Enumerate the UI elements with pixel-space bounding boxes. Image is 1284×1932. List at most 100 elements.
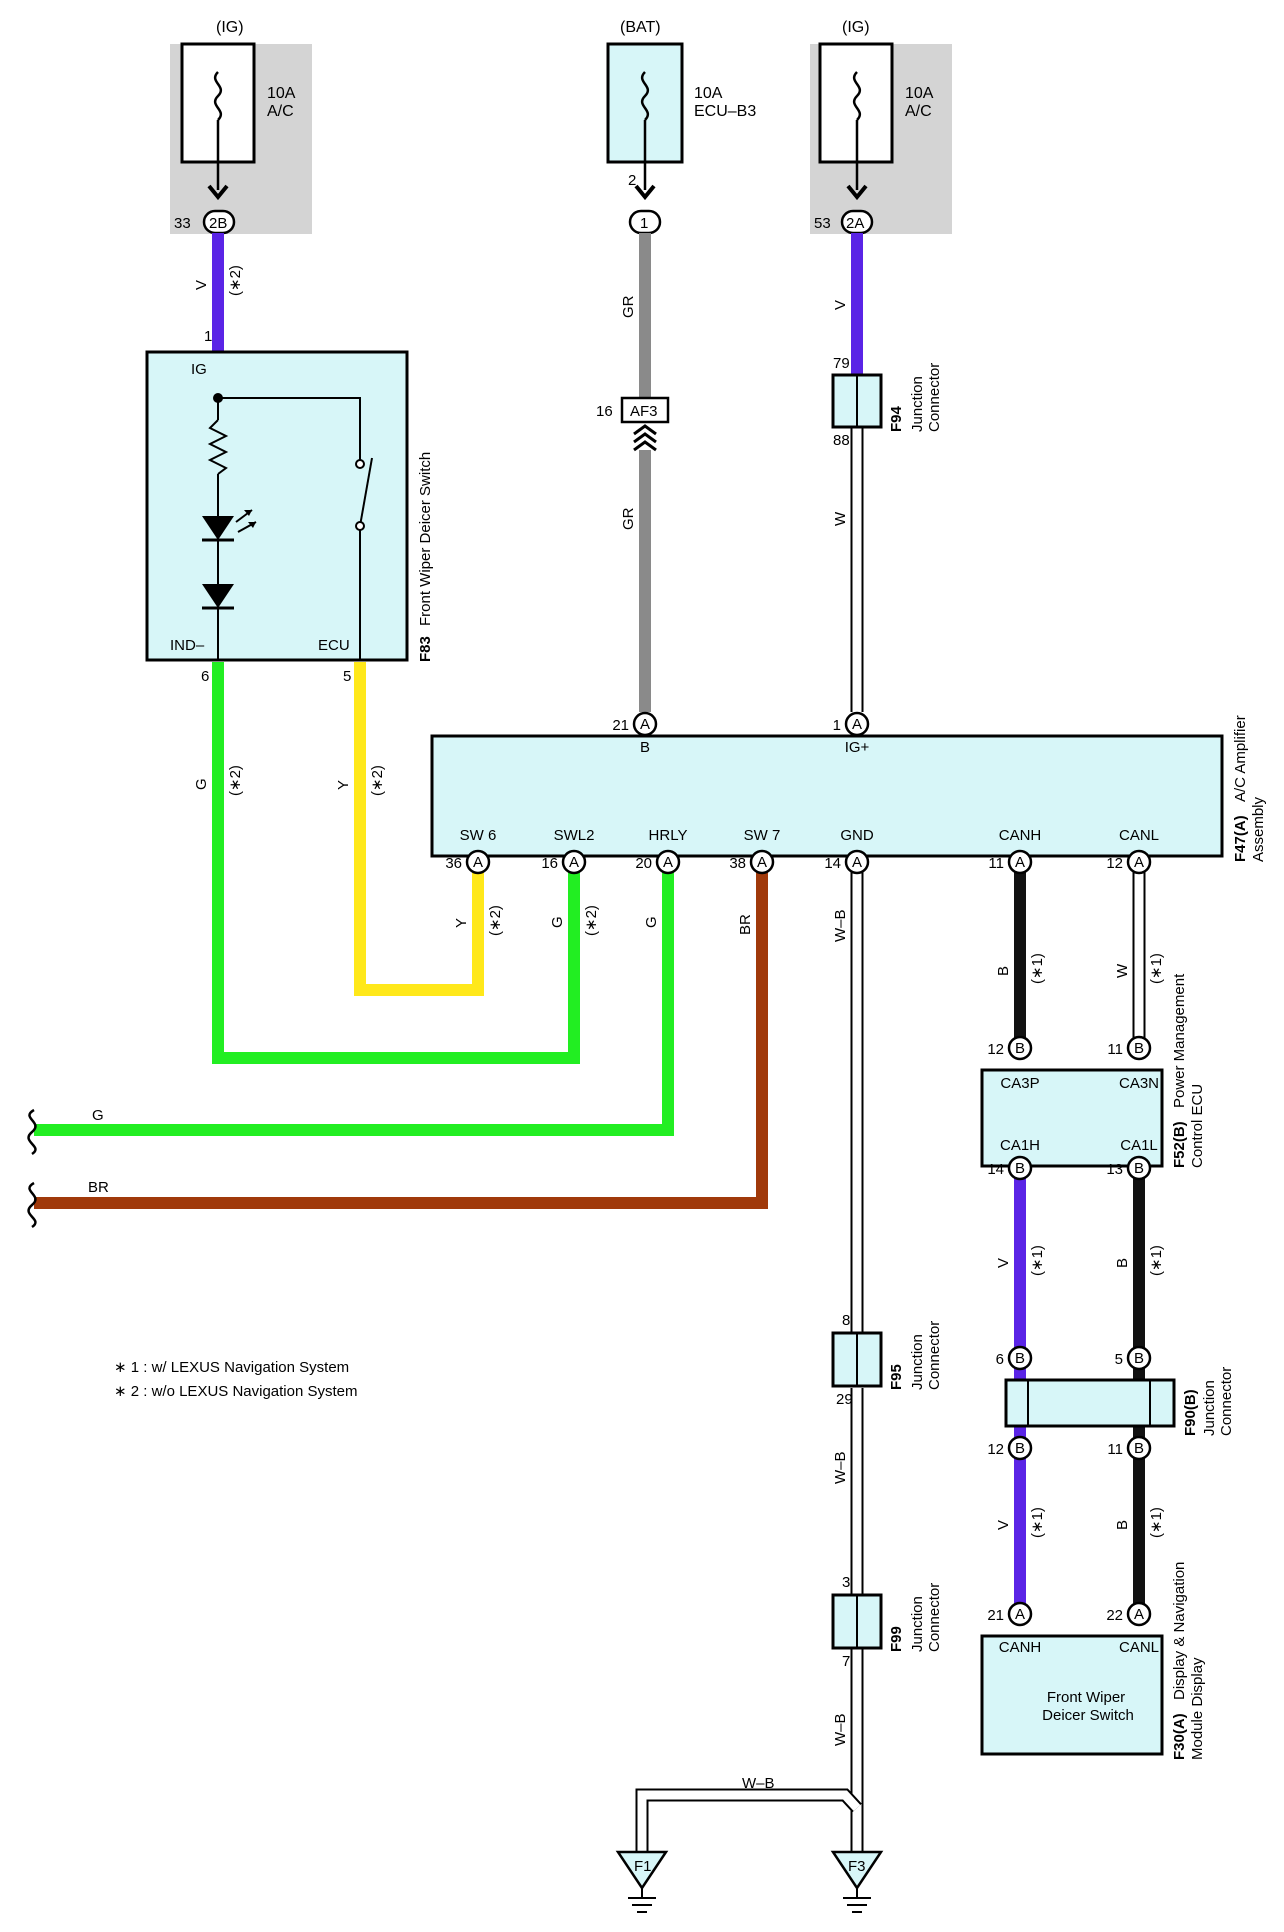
f47-bottom-pin-4-letter: A [852, 854, 862, 871]
f47-top-pin-1: A [844, 711, 870, 737]
wire-label-v: V [193, 280, 210, 290]
f52-name1: Power Management [1171, 973, 1188, 1108]
f47-bottom-label: SWL2 [554, 827, 595, 844]
f83-name: Front Wiper Deicer Switch [417, 452, 434, 626]
f90-id: F90(B) [1182, 1389, 1199, 1436]
f47-bottom-pin-3: A [749, 849, 775, 875]
af3-name: AF3 [630, 403, 658, 420]
f47-bottom-pin-0: A [465, 849, 491, 875]
wire-labels: V (∗2) GR GR V W G (∗2) Y (∗2) Y (∗2) G … [88, 265, 1165, 1792]
connector-f99: 3 7 F99 Junction Connector [831, 1574, 943, 1670]
fuse-name: A/C [267, 103, 294, 120]
wire-label-g: G [193, 778, 210, 790]
f30-pin-number: 21 [987, 1607, 1004, 1624]
wire-label-w: W [1114, 963, 1131, 978]
f30-pin-0-letter: A [1015, 1606, 1025, 1623]
f47-bottom-pin-number: 16 [541, 855, 558, 872]
f52-pin-0-letter: B [1015, 1040, 1025, 1057]
wire-note: (∗1) [1148, 953, 1165, 984]
f95-name1: Junction [909, 1334, 926, 1390]
f95-id: F95 [888, 1364, 905, 1390]
connector-f94: 79 88 F94 Junction Connector [831, 355, 943, 449]
f30-id: F30(A) [1171, 1713, 1188, 1760]
fuse-source: (BAT) [620, 19, 661, 36]
f83-id: F83 [417, 636, 434, 662]
ground-f3-label: F3 [848, 1858, 866, 1875]
f52-pin-number: 14 [987, 1161, 1004, 1178]
wire-label-b: B [995, 966, 1012, 976]
f47-bottom-label: SW 7 [744, 827, 781, 844]
f47-bottom-pin-5-letter: A [1015, 854, 1025, 871]
f94-id: F94 [888, 405, 905, 432]
pin-1: 1 [204, 328, 212, 345]
notes: ∗ 1 : w/ LEXUS Navigation System ∗ 2 : w… [114, 1359, 358, 1400]
f99-id: F99 [888, 1626, 905, 1652]
f90-pin-1: B [1126, 1345, 1152, 1371]
fuse-name: A/C [905, 103, 932, 120]
f52-name2: Control ECU [1189, 1084, 1206, 1168]
f47-bottom-pin-number: 14 [824, 855, 841, 872]
f94-name1: Junction [909, 376, 926, 432]
f30-pin-0: A [1007, 1601, 1033, 1627]
f52-label: CA1H [1000, 1137, 1040, 1154]
f94-pin-top: 79 [833, 355, 850, 372]
wire-label-wb: W–B [832, 1713, 849, 1746]
f30-pin-1: A [1126, 1601, 1152, 1627]
f52-label: CA3P [1000, 1075, 1039, 1092]
f47-bottom-pin-6: A [1126, 849, 1152, 875]
f90-name2: Connector [1218, 1367, 1235, 1436]
f90-pin-number: 5 [1115, 1351, 1123, 1368]
wires [34, 233, 1146, 1852]
ground-f1: F1 [615, 1850, 669, 1913]
wire-label-v: V [995, 1520, 1012, 1530]
f52-pin-0: B [1007, 1035, 1033, 1061]
f90-pin-2: B [1007, 1435, 1033, 1461]
label-ig: IG [191, 361, 207, 378]
f90-pin-1-letter: B [1134, 1350, 1144, 1367]
f95-name2: Connector [926, 1321, 943, 1390]
f52-label: CA3N [1119, 1075, 1159, 1092]
wire-note: (∗1) [1029, 1507, 1046, 1538]
f90-pin-3-letter: B [1134, 1440, 1144, 1457]
fuse-ig-ac-left: (IG) 10A A/C 2B 33 [170, 19, 312, 235]
f52-pin-3: B [1126, 1155, 1152, 1181]
connector-af3: 16 AF3 [596, 396, 670, 452]
wire-note: (∗2) [227, 265, 244, 296]
f47-bottom-label: SW 6 [460, 827, 497, 844]
f47-bottom-pin-2: A [655, 849, 681, 875]
wire-label-w: W [832, 511, 849, 526]
connector-1: 1 [640, 215, 648, 232]
wire-label-g: G [92, 1107, 104, 1124]
f99-name1: Junction [909, 1596, 926, 1652]
f52-pin-number: 13 [1106, 1161, 1123, 1178]
fuse-ig-ac-right: (IG) 10A A/C 2A 53 [810, 19, 952, 235]
wire-label-wb: W–B [742, 1775, 775, 1792]
fuse-name: ECU–B3 [694, 103, 756, 120]
f95-pin-bot: 29 [836, 1391, 853, 1408]
f47-bottom-pin-number: 12 [1106, 855, 1123, 872]
fuse-pin: 2 [628, 172, 636, 189]
wire-label-wb: W–B [832, 1451, 849, 1484]
connector-2b: 2B [209, 215, 227, 232]
f30-name1: Display & Navigation [1171, 1562, 1188, 1700]
f47-bottom-pin-5: A [1007, 849, 1033, 875]
wire-label-br: BR [737, 914, 754, 935]
wire-break-marks [27, 1108, 37, 1229]
fuse-bat-ecu-b3: (BAT) 10A ECU–B3 2 1 [606, 19, 756, 235]
f95-pin-top: 8 [842, 1312, 850, 1329]
wire-note: (∗1) [1029, 953, 1046, 984]
f47-top-label: B [640, 739, 650, 756]
f47-name2: Assembly [1250, 796, 1267, 862]
f47-bottom-pin-number: 20 [635, 855, 652, 872]
note-2: ∗ 2 : w/o LEXUS Navigation System [114, 1383, 358, 1400]
f30-pin-1-letter: A [1134, 1606, 1144, 1623]
wire-note: (∗1) [1148, 1507, 1165, 1538]
note-1: ∗ 1 : w/ LEXUS Navigation System [114, 1359, 349, 1376]
wire-label-b: B [1114, 1520, 1131, 1530]
f90-pin-0: B [1007, 1345, 1033, 1371]
f99-pin-bot: 7 [842, 1653, 850, 1670]
